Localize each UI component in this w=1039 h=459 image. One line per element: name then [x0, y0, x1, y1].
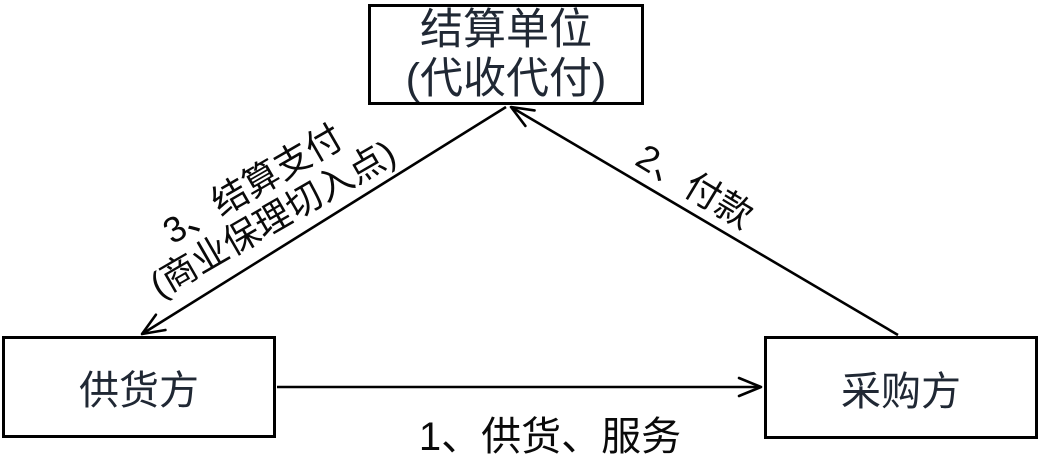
- supplier-label: 供货方: [79, 369, 199, 413]
- payment-arrow: [509, 105, 899, 337]
- supplier-node-box: 供货方: [2, 336, 276, 438]
- settlement-payment-arrow: [140, 105, 507, 336]
- supply-edge-label: 1、供货、服务: [418, 415, 682, 459]
- settlement-label-line2: (代收代付): [405, 54, 607, 103]
- settlement-label-line1: 结算单位: [420, 6, 592, 55]
- settlement-node-box: 结算单位 (代收代付): [368, 4, 644, 105]
- purchaser-label: 采购方: [841, 369, 961, 414]
- purchaser-node-box: 采购方: [764, 336, 1038, 439]
